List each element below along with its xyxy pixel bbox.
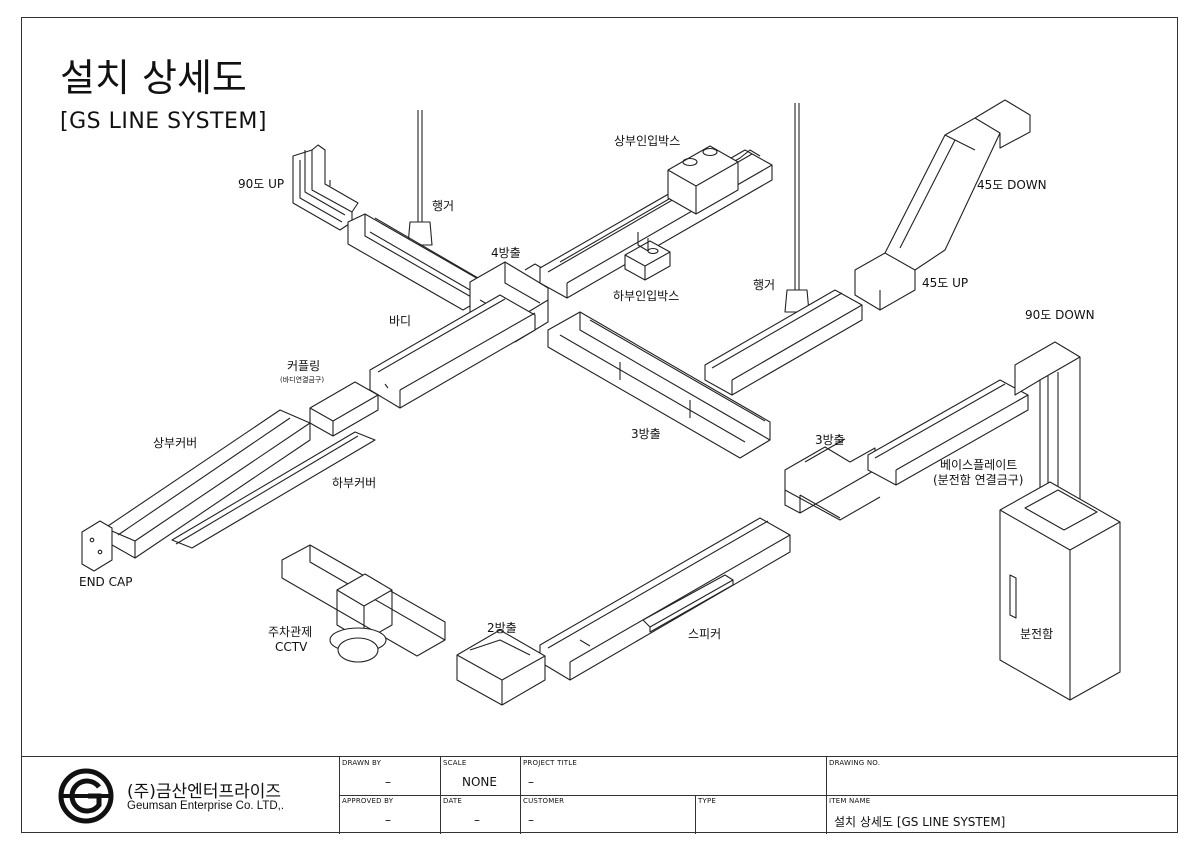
company-name-english: Geumsan Enterprise Co. LTD,. <box>127 800 285 812</box>
label-coupling: 커플링 <box>287 359 320 373</box>
label-45-down: 45도 DOWN <box>977 178 1047 192</box>
drawn-by-cell: DRAWN BY – <box>339 757 440 795</box>
company-name-korean: (주)금산엔터프라이즈 <box>127 782 282 802</box>
drawing-sheet <box>21 17 1178 833</box>
label-top-cover: 상부커버 <box>153 436 197 450</box>
distribution-panel <box>999 481 1121 701</box>
customer-cell: CUSTOMER – <box>520 795 695 834</box>
drawing-no-caption: DRAWING NO. <box>829 759 881 767</box>
approved-by-value: – <box>385 813 391 827</box>
bottom-inlet-box <box>624 232 671 281</box>
type-caption: TYPE <box>698 797 716 805</box>
body-base-plate-right <box>867 379 1029 486</box>
label-top-inlet-box: 상부인입박스 <box>614 134 680 148</box>
label-90-up: 90도 UP <box>238 177 284 191</box>
body-middle-right <box>704 289 863 396</box>
scale-value: NONE <box>462 775 497 789</box>
label-4-way: 4방출 <box>491 246 521 260</box>
project-title-value: – <box>528 775 534 789</box>
label-90-down: 90도 DOWN <box>1025 308 1095 322</box>
drawing-no-cell: DRAWING NO. <box>826 757 1178 795</box>
label-3-way-right: 3방출 <box>815 433 845 447</box>
date-cell: DATE – <box>440 795 520 834</box>
coupling <box>309 381 379 437</box>
customer-caption: CUSTOMER <box>523 797 565 805</box>
title-block: (주)금산엔터프라이즈 Geumsan Enterprise Co. LTD,.… <box>21 756 1178 834</box>
body-center <box>547 311 771 459</box>
label-bottom-cover: 하부커버 <box>332 476 376 490</box>
item-name-value: 설치 상세도 [GS LINE SYSTEM] <box>834 815 1006 829</box>
date-value: – <box>474 813 480 827</box>
label-distribution-panel: 분전함 <box>1020 627 1053 641</box>
label-45-up: 45도 UP <box>922 276 968 290</box>
approved-by-caption: APPROVED BY <box>342 797 394 805</box>
label-end-cap: END CAP <box>79 575 132 589</box>
label-coupling-note: (바디연결금구) <box>280 375 324 384</box>
label-3-way-center: 3방출 <box>631 427 661 441</box>
riser-45-up-down <box>854 99 1031 311</box>
label-hanger-left: 행거 <box>432 198 454 213</box>
label-parking-control: 주차관제 <box>268 625 312 639</box>
approved-by-cell: APPROVED BY – <box>339 795 440 834</box>
item-name-caption: ITEM NAME <box>829 797 871 805</box>
label-speaker: 스피커 <box>688 627 721 641</box>
project-title-cell: PROJECT TITLE – <box>520 757 826 795</box>
tb-row-divider <box>339 795 1178 796</box>
parking-cctv <box>281 544 446 663</box>
body-left-lower <box>369 294 536 409</box>
hanger-rod-left <box>407 110 433 246</box>
drawing-subtitle: [GS LINE SYSTEM] <box>60 109 267 134</box>
label-cctv: CCTV <box>275 640 308 654</box>
end-cap <box>81 520 113 572</box>
label-2-way: 2방출 <box>487 621 517 635</box>
date-caption: DATE <box>443 797 463 805</box>
drawing-title: 설치 상세도 <box>60 56 247 100</box>
drawn-by-value: – <box>385 775 391 789</box>
item-name-cell: ITEM NAME 설치 상세도 [GS LINE SYSTEM] <box>826 795 1178 834</box>
top-inlet-box <box>667 145 739 215</box>
hanger-rod-right <box>784 103 810 313</box>
elbow-90-up <box>292 144 359 231</box>
drawn-by-caption: DRAWN BY <box>342 759 382 767</box>
tb-divider <box>695 795 696 834</box>
label-body: 바디 <box>389 314 411 328</box>
label-base-plate-note: (분전함 연결금구) <box>933 473 1023 487</box>
junction-3way-right <box>784 438 881 521</box>
junction-2way <box>456 629 546 706</box>
project-title-caption: PROJECT TITLE <box>523 759 578 767</box>
bottom-cover <box>171 431 376 549</box>
customer-value: – <box>528 813 534 827</box>
scale-cell: SCALE NONE <box>440 757 520 795</box>
label-hanger-right: 행거 <box>753 277 775 292</box>
type-cell: TYPE <box>695 795 826 834</box>
scale-caption: SCALE <box>443 759 467 767</box>
speaker <box>642 574 734 633</box>
label-base-plate: 베이스플레이트 <box>940 458 1017 472</box>
label-bottom-inlet-box: 하부인입박스 <box>613 289 679 303</box>
body-lower <box>539 517 791 681</box>
company-logo-icon <box>58 768 114 824</box>
